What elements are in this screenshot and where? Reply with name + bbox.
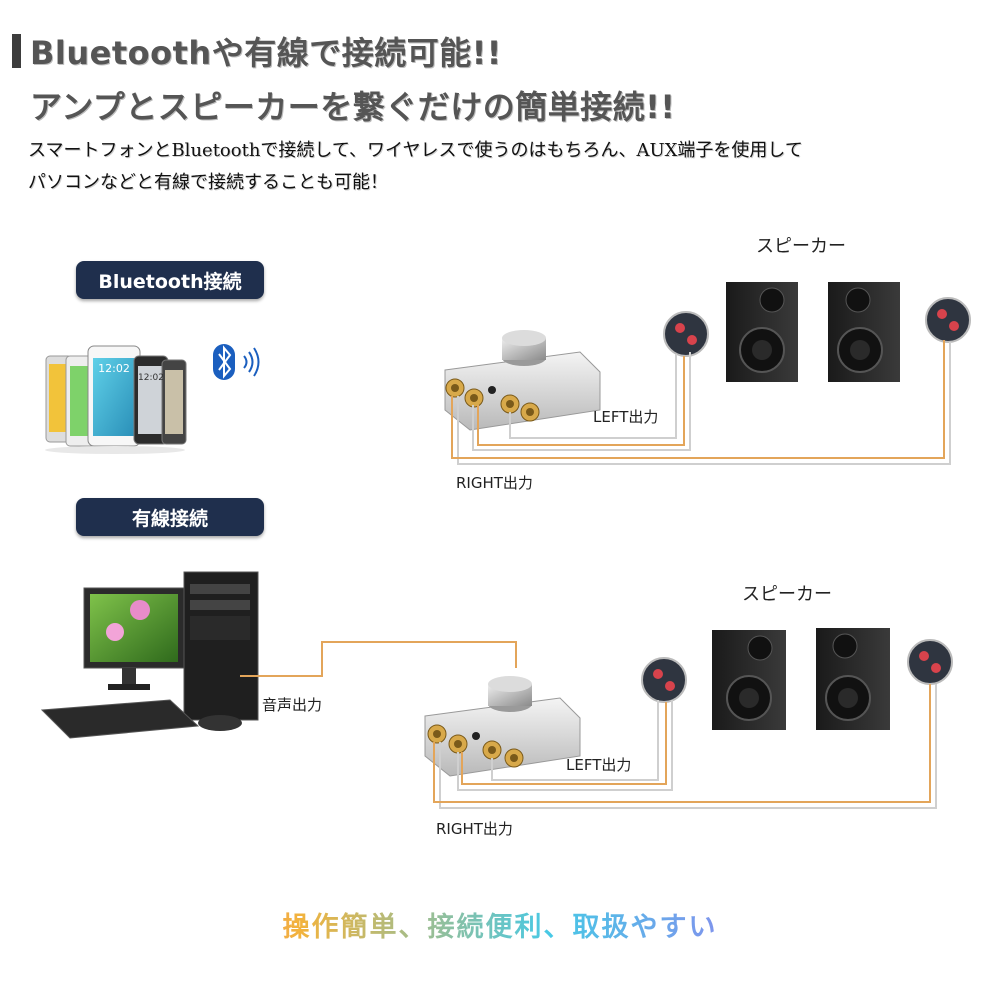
smartphones-image bbox=[45, 345, 187, 454]
audio-output-label: 音声出力 bbox=[262, 696, 323, 714]
left-output-label-2: LEFT出力 bbox=[566, 756, 632, 774]
wireless-signal-icon bbox=[243, 347, 260, 377]
bluetooth-connection-badge: Bluetooth接続 bbox=[76, 261, 264, 299]
amplifier-image-1 bbox=[444, 330, 601, 431]
speaker-right-2 bbox=[816, 628, 890, 730]
right-output-label-1: RIGHT出力 bbox=[456, 474, 533, 492]
footer-tagline: 操作簡単、接続便利、取扱やすい bbox=[0, 905, 1000, 944]
left-output-label-1: LEFT出力 bbox=[593, 408, 659, 426]
description-line-1: スマートフォンとBluetoothで接続して、ワイヤレスで使うのはもちろん、AU… bbox=[28, 140, 803, 161]
heading-line-2: アンプとスピーカーを繋ぐだけの簡単接続!! bbox=[30, 88, 676, 126]
wires-2 bbox=[240, 641, 937, 809]
speaker-left-2 bbox=[712, 630, 786, 730]
heading-bar bbox=[12, 34, 21, 68]
phone-time-1: 12:02 bbox=[98, 362, 130, 375]
wired-connection-badge: 有線接続 bbox=[76, 498, 264, 536]
description-line-2: パソコンなどと有線で接続することも可能！ bbox=[28, 172, 388, 193]
speaker-right-1 bbox=[828, 282, 900, 382]
heading-line-1: Bluetoothや有線で接続可能!! bbox=[30, 34, 502, 72]
amplifier-image-2 bbox=[424, 676, 581, 777]
phone-time-2: 12:02 bbox=[138, 373, 164, 383]
computer-image bbox=[40, 571, 259, 739]
speaker-terminal-right-2 bbox=[907, 639, 953, 685]
speaker-terminal-right-1 bbox=[925, 297, 971, 343]
bluetooth-icon bbox=[213, 344, 235, 380]
speaker-terminal-left-2 bbox=[641, 657, 687, 703]
right-output-label-2: RIGHT出力 bbox=[436, 820, 513, 838]
speaker-label-2: スピーカー bbox=[742, 584, 832, 605]
speaker-label-1: スピーカー bbox=[756, 236, 846, 257]
speaker-terminal-left-1 bbox=[663, 311, 709, 357]
wires-1 bbox=[451, 340, 951, 465]
speaker-left-1 bbox=[726, 282, 798, 382]
